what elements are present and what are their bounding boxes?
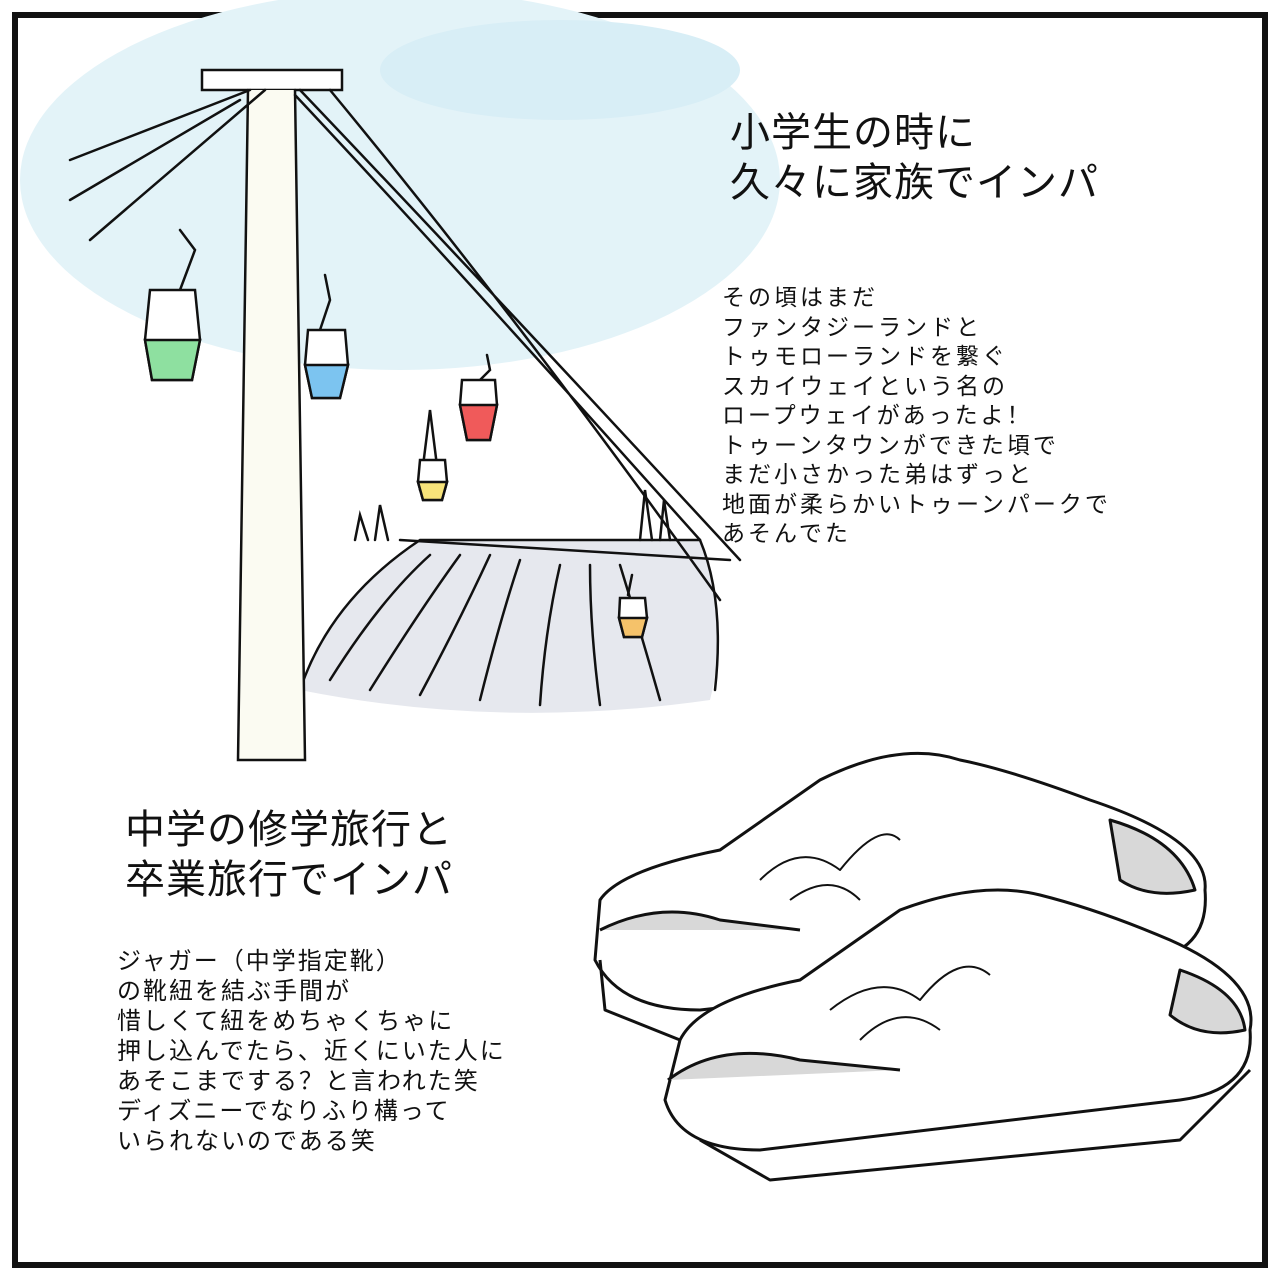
- section1-title-line: 小学生の時に: [730, 110, 976, 156]
- gondola-blue: [303, 273, 350, 400]
- section1-body-line: その頃はまだ: [722, 285, 878, 311]
- section2-body: ジャガー（中学指定靴）の靴紐を結ぶ手間が惜しくて紐をめちゃくちゃに押し込んでたら…: [117, 946, 506, 1156]
- front-sneaker: [663, 888, 1253, 1152]
- section1-body-line: トゥモローランドを繋ぐ: [722, 344, 1008, 370]
- gondola-yellow: [416, 458, 449, 502]
- pole: [236, 88, 307, 762]
- gondola-orange: [617, 573, 649, 639]
- section1-title-line: 久々に家族でインパ: [730, 160, 1099, 206]
- section1-body-line: ファンタジーランドと: [722, 314, 982, 341]
- cables: [68, 88, 742, 602]
- section1-body: その頃はまだファンタジーランドとトゥモローランドを繋ぐスカイウェイという名のロー…: [722, 284, 1111, 550]
- section2-body-line: あそこまでする？と言われた笑: [117, 1067, 480, 1095]
- section2-body-line: いられないのである笑: [117, 1127, 377, 1155]
- section1-body-line: スカイウェイという名の: [722, 373, 1008, 400]
- pole-top-beam: [200, 68, 344, 92]
- section2-body-line: 惜しくて紐をめちゃくちゃに: [117, 1007, 455, 1035]
- section2-body-line: 押し込んでたら、近くにいた人に: [117, 1037, 506, 1065]
- section2-body-line: ディズニーでなりふり構って: [117, 1097, 451, 1125]
- section1-body-line: あそんでた: [722, 521, 851, 547]
- section1-title: 小学生の時に久々に家族でインパ: [730, 108, 1099, 208]
- section2-title-line: 卒業旅行でインパ: [125, 857, 453, 903]
- section1-body-line: ロープウェイがあったよ！: [722, 403, 1033, 429]
- mountain-ground: [300, 540, 718, 713]
- comic-panel-frame: [12, 12, 1268, 1268]
- gondola-green: [143, 228, 202, 382]
- section2-body-line: の靴紐を結ぶ手間が: [117, 977, 351, 1005]
- gondola-red: [458, 353, 499, 442]
- section1-body-line: トゥーンタウンができた頃で: [722, 432, 1059, 459]
- sneakers-illustration: [593, 751, 1253, 1182]
- section2-title-line: 中学の修学旅行と: [125, 807, 453, 853]
- section2-title: 中学の修学旅行と卒業旅行でインパ: [125, 805, 453, 905]
- section1-body-line: まだ小さかった弟はずっと: [722, 462, 1034, 488]
- laces: [759, 833, 991, 1041]
- section1-body-line: 地面が柔らかいトゥーンパークで: [722, 491, 1111, 518]
- section2-body-line: ジャガー（中学指定靴）: [117, 947, 402, 975]
- ropeway-illustration: [20, 0, 780, 762]
